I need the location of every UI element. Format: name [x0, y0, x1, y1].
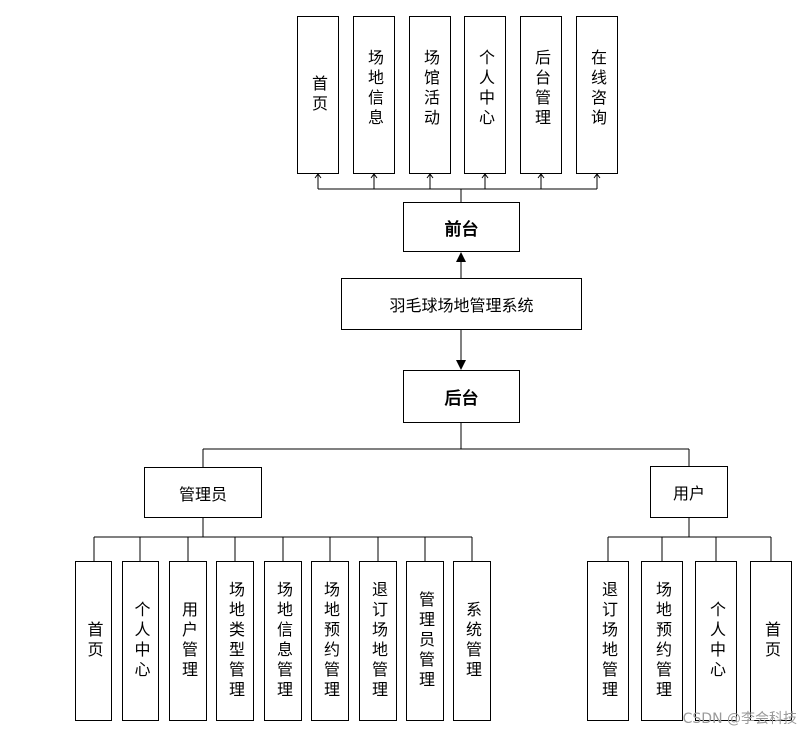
user-item-personal-center: 个人中心 [695, 561, 737, 721]
admin-item-label: 首页 [84, 621, 104, 661]
admin-item-user-management: 用户管理 [169, 561, 207, 721]
frontend-label: 前台 [444, 219, 479, 240]
admin-item-label: 个人中心 [131, 601, 151, 681]
admin-item-label: 场地类型管理 [226, 581, 245, 701]
user-item-home: 首页 [750, 561, 792, 721]
frontend-item-label: 场馆活动 [421, 49, 440, 129]
system-label: 羽毛球场地管理系统 [389, 296, 534, 315]
admin-item-label: 用户管理 [179, 601, 198, 681]
admin-item-label: 场地信息管理 [274, 581, 293, 701]
backend-node: 后台 [403, 370, 520, 423]
system-node: 羽毛球场地管理系统 [341, 278, 582, 330]
admin-item-label: 场地预约管理 [321, 581, 340, 701]
frontend-item-label: 个人中心 [476, 49, 495, 129]
frontend-item-label: 场地信息 [365, 49, 384, 129]
admin-item-administrator-management: 管理员管理 [406, 561, 444, 721]
admin-item-system-management: 系统管理 [453, 561, 491, 721]
admin-item-cancellation-management: 退订场地管理 [359, 561, 397, 721]
frontend-item-online-consult: 在线咨询 [576, 16, 618, 174]
user-label: 用户 [672, 484, 705, 503]
frontend-item-label: 在线咨询 [588, 49, 607, 129]
user-node: 用户 [650, 466, 728, 518]
frontend-item-venue-info: 场地信息 [353, 16, 395, 174]
admin-item-venue-type-management: 场地类型管理 [216, 561, 254, 721]
admin-item-home: 首页 [75, 561, 112, 721]
frontend-item-label: 首页 [309, 75, 328, 115]
admin-item-venue-booking-management: 场地预约管理 [311, 561, 349, 721]
admin-item-label: 退订场地管理 [369, 581, 388, 701]
arrow-up-icon [456, 252, 466, 262]
user-item-label: 场地预约管理 [653, 581, 672, 701]
frontend-item-venue-activity: 场馆活动 [409, 16, 451, 174]
user-item-label: 首页 [762, 621, 781, 661]
admin-item-personal-center: 个人中心 [122, 561, 159, 721]
admin-node: 管理员 [144, 467, 262, 518]
user-item-cancellation-management: 退订场地管理 [587, 561, 629, 721]
admin-item-label: 系统管理 [463, 601, 482, 681]
frontend-node: 前台 [403, 202, 520, 252]
frontend-item-label: 后台管理 [532, 49, 551, 129]
watermark: CSDN @李会科技 [682, 711, 797, 727]
admin-label: 管理员 [178, 484, 227, 504]
frontend-item-personal-center: 个人中心 [464, 16, 506, 174]
user-item-label: 退订场地管理 [599, 581, 618, 701]
backend-label: 后台 [444, 389, 479, 409]
user-item-venue-booking-management: 场地预约管理 [641, 561, 683, 721]
frontend-item-admin-console: 后台管理 [520, 16, 562, 174]
admin-item-label: 管理员管理 [416, 591, 435, 691]
frontend-item-home: 首页 [297, 16, 339, 174]
user-item-label: 个人中心 [707, 601, 726, 681]
admin-item-venue-info-management: 场地信息管理 [264, 561, 302, 721]
arrow-down-icon [456, 360, 466, 370]
